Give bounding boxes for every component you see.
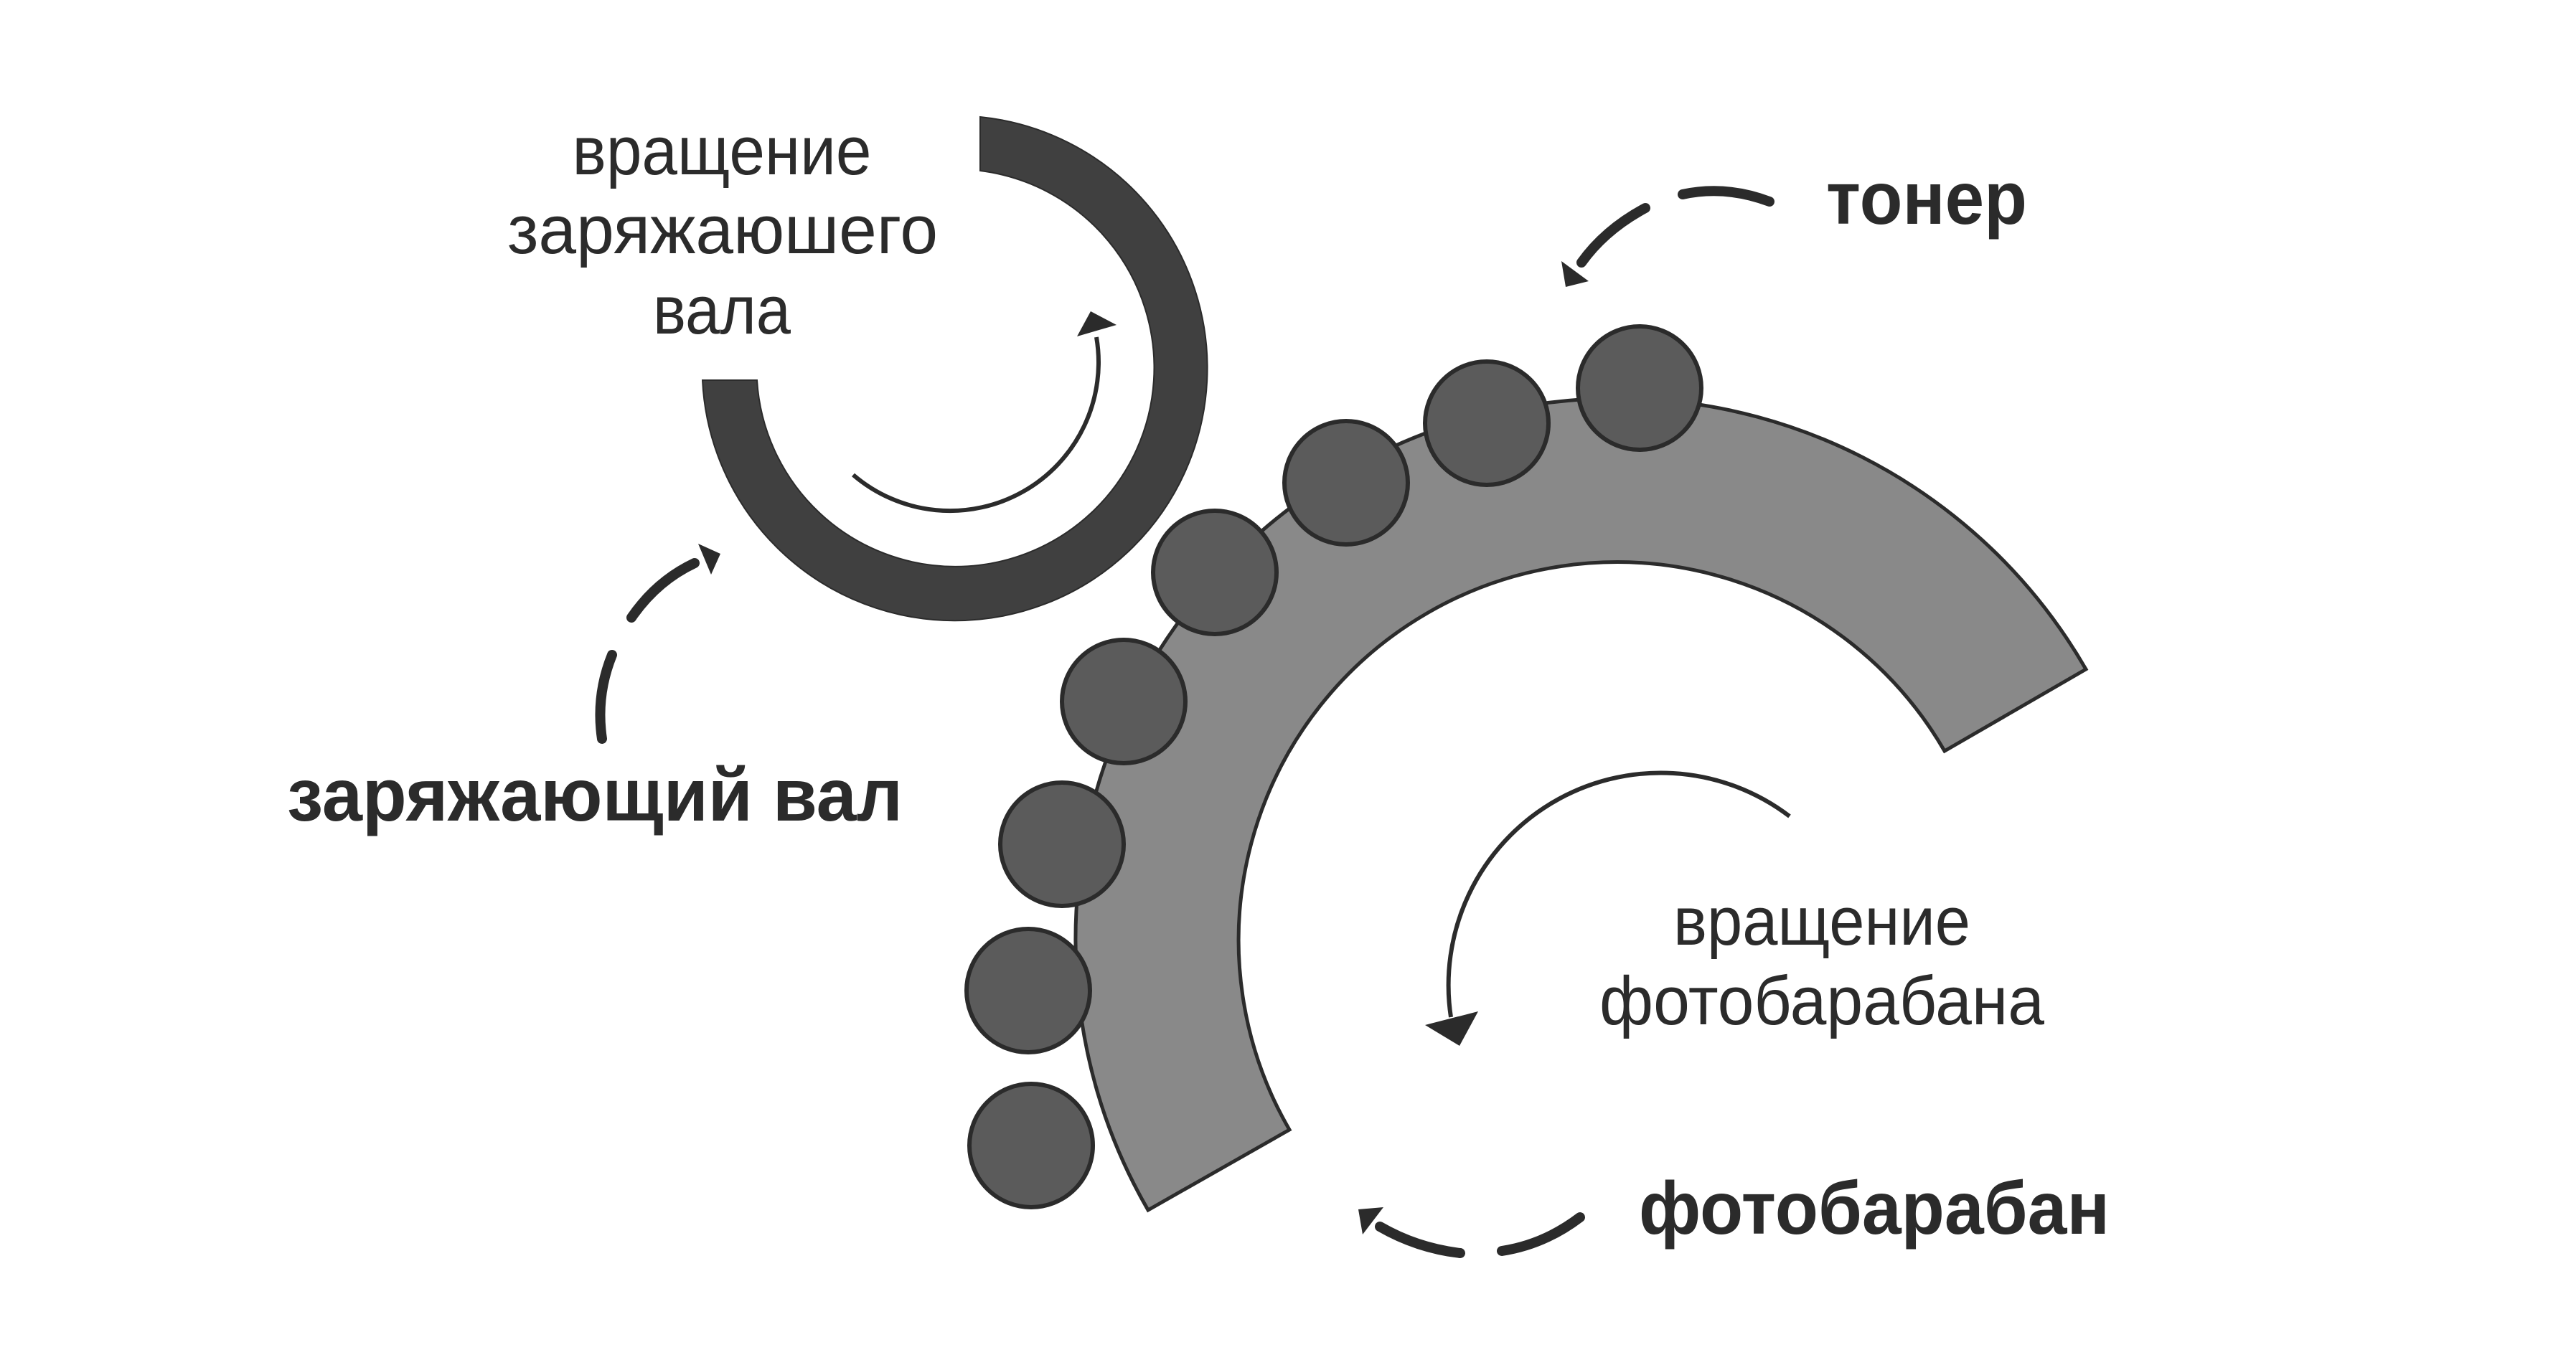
- toner-pointer-arrow: [1561, 186, 1774, 287]
- charging-roller-rotation-arrow: [852, 311, 1117, 514]
- arrowhead-icon: [1561, 261, 1589, 287]
- label-line: заряжаюшего: [507, 192, 938, 268]
- dash-segment: [1576, 203, 1650, 268]
- photodrum-rotation-arc: [1446, 770, 1791, 1018]
- charging-roller-pointer-arrow: [595, 544, 720, 744]
- arrowhead-icon: [1077, 311, 1117, 336]
- toner-particle: [1423, 359, 1551, 487]
- charging-roller: [701, 115, 1208, 622]
- toner-particle: [967, 1082, 1095, 1209]
- photodrum-label: фотобарабан: [1639, 1167, 2110, 1250]
- label-line: вращение: [1673, 883, 1970, 960]
- toner-particles: [964, 324, 1703, 1209]
- toner-particle: [1151, 509, 1279, 636]
- charging-roller-rotation-label: вращение заряжаюшего вала: [507, 113, 938, 349]
- photodrum-rotation-label: вращение фотобарабана: [1599, 883, 2045, 1039]
- dash-segment: [626, 558, 700, 623]
- toner-label: тонер: [1826, 157, 2027, 240]
- dash-segment: [1678, 186, 1774, 207]
- toner-particle: [1282, 419, 1410, 547]
- dash-segment: [1497, 1212, 1585, 1256]
- label-line: вала: [653, 272, 791, 349]
- toner-particle: [964, 927, 1092, 1054]
- charging-roller-label: заряжающий вал: [287, 754, 903, 837]
- arrowhead-icon: [1425, 1011, 1478, 1046]
- arrowhead-icon: [1358, 1207, 1383, 1234]
- charging-roller-rotation-arc: [852, 336, 1101, 514]
- toner-particle: [1060, 638, 1188, 765]
- toner-particle: [998, 780, 1126, 908]
- dash-segment: [1375, 1222, 1465, 1258]
- toner-particle: [1576, 324, 1703, 452]
- dash-segment: [595, 650, 617, 744]
- photodrum-pointer-arrow: [1358, 1207, 1585, 1258]
- label-line: фотобарабана: [1599, 963, 2045, 1039]
- label-line: вращение: [573, 113, 872, 189]
- arrowhead-icon: [698, 544, 720, 575]
- photodrum-rotation-arrow: [1425, 770, 1791, 1046]
